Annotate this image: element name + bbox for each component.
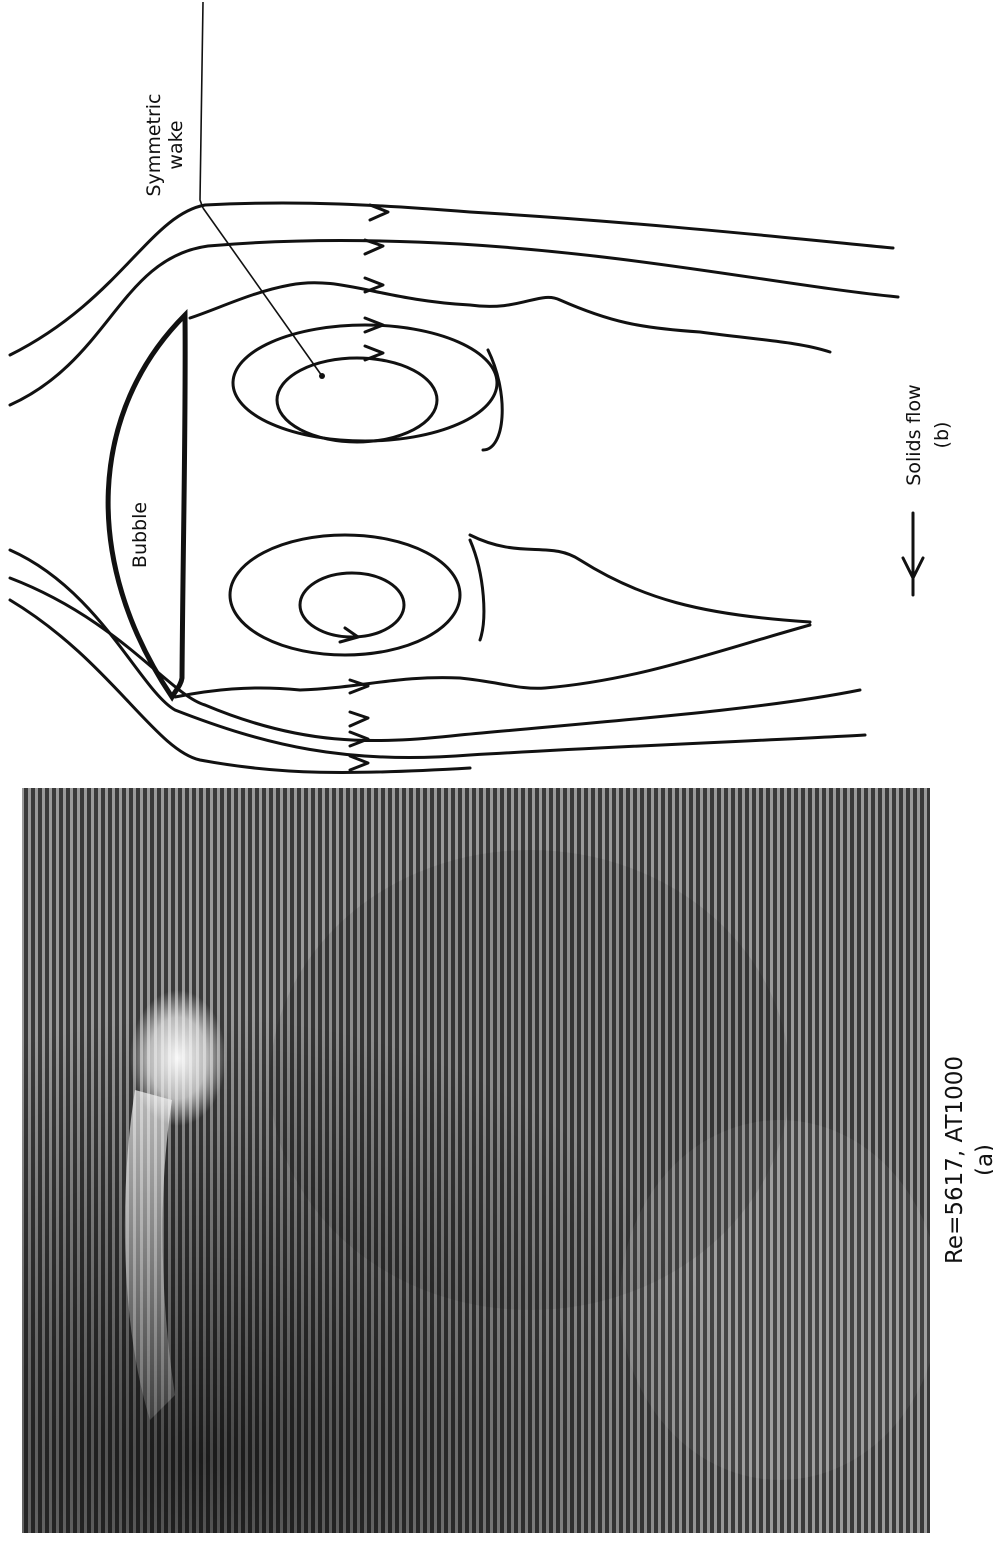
streamline-bottom-inner [175,625,810,697]
vortex-top-outer [233,325,497,441]
streamline-bottom-outermost [10,600,470,773]
wake-point [319,373,325,379]
streamline-wake-right [470,535,810,622]
legend-label: Solids flow [903,384,925,485]
streamline-bottom-middle [10,550,865,758]
wake-label-line [200,2,203,208]
vortex-bottom-outer-opening [470,540,484,640]
panel-a-caption: Re=5617, AT1000 (a) [942,1056,993,1264]
panel-b-schematic: Bubble Symmetric wake Soli [10,2,953,773]
wake-label-line1: Symmetric [143,94,165,197]
panel-b-sublabel: (b) [931,422,953,449]
vortex-top-inner [277,358,437,442]
panel-a-photo [22,788,940,1533]
legend: Solids flow (b) [903,384,953,595]
arrow-vortex-top-inner [365,346,383,360]
panel-a-sublabel: (a) [972,1144,993,1176]
arrow-vortex-bottom-inner [340,628,358,642]
wake-leader-line [203,208,322,376]
arrow-bottom-middle [350,712,368,726]
streamline-top-inner [190,283,830,352]
streamline-bottom-outer [10,578,860,741]
arrow-bottom-outermost [350,756,368,770]
panel-a-caption-text: Re=5617, AT1000 [942,1056,968,1264]
streamline-top-middle [10,241,898,406]
wake-label-line2: wake [165,120,187,169]
vortex-bottom-inner [300,573,404,637]
bubble-label: Bubble [129,502,151,568]
arrow-top-inner [365,278,383,292]
